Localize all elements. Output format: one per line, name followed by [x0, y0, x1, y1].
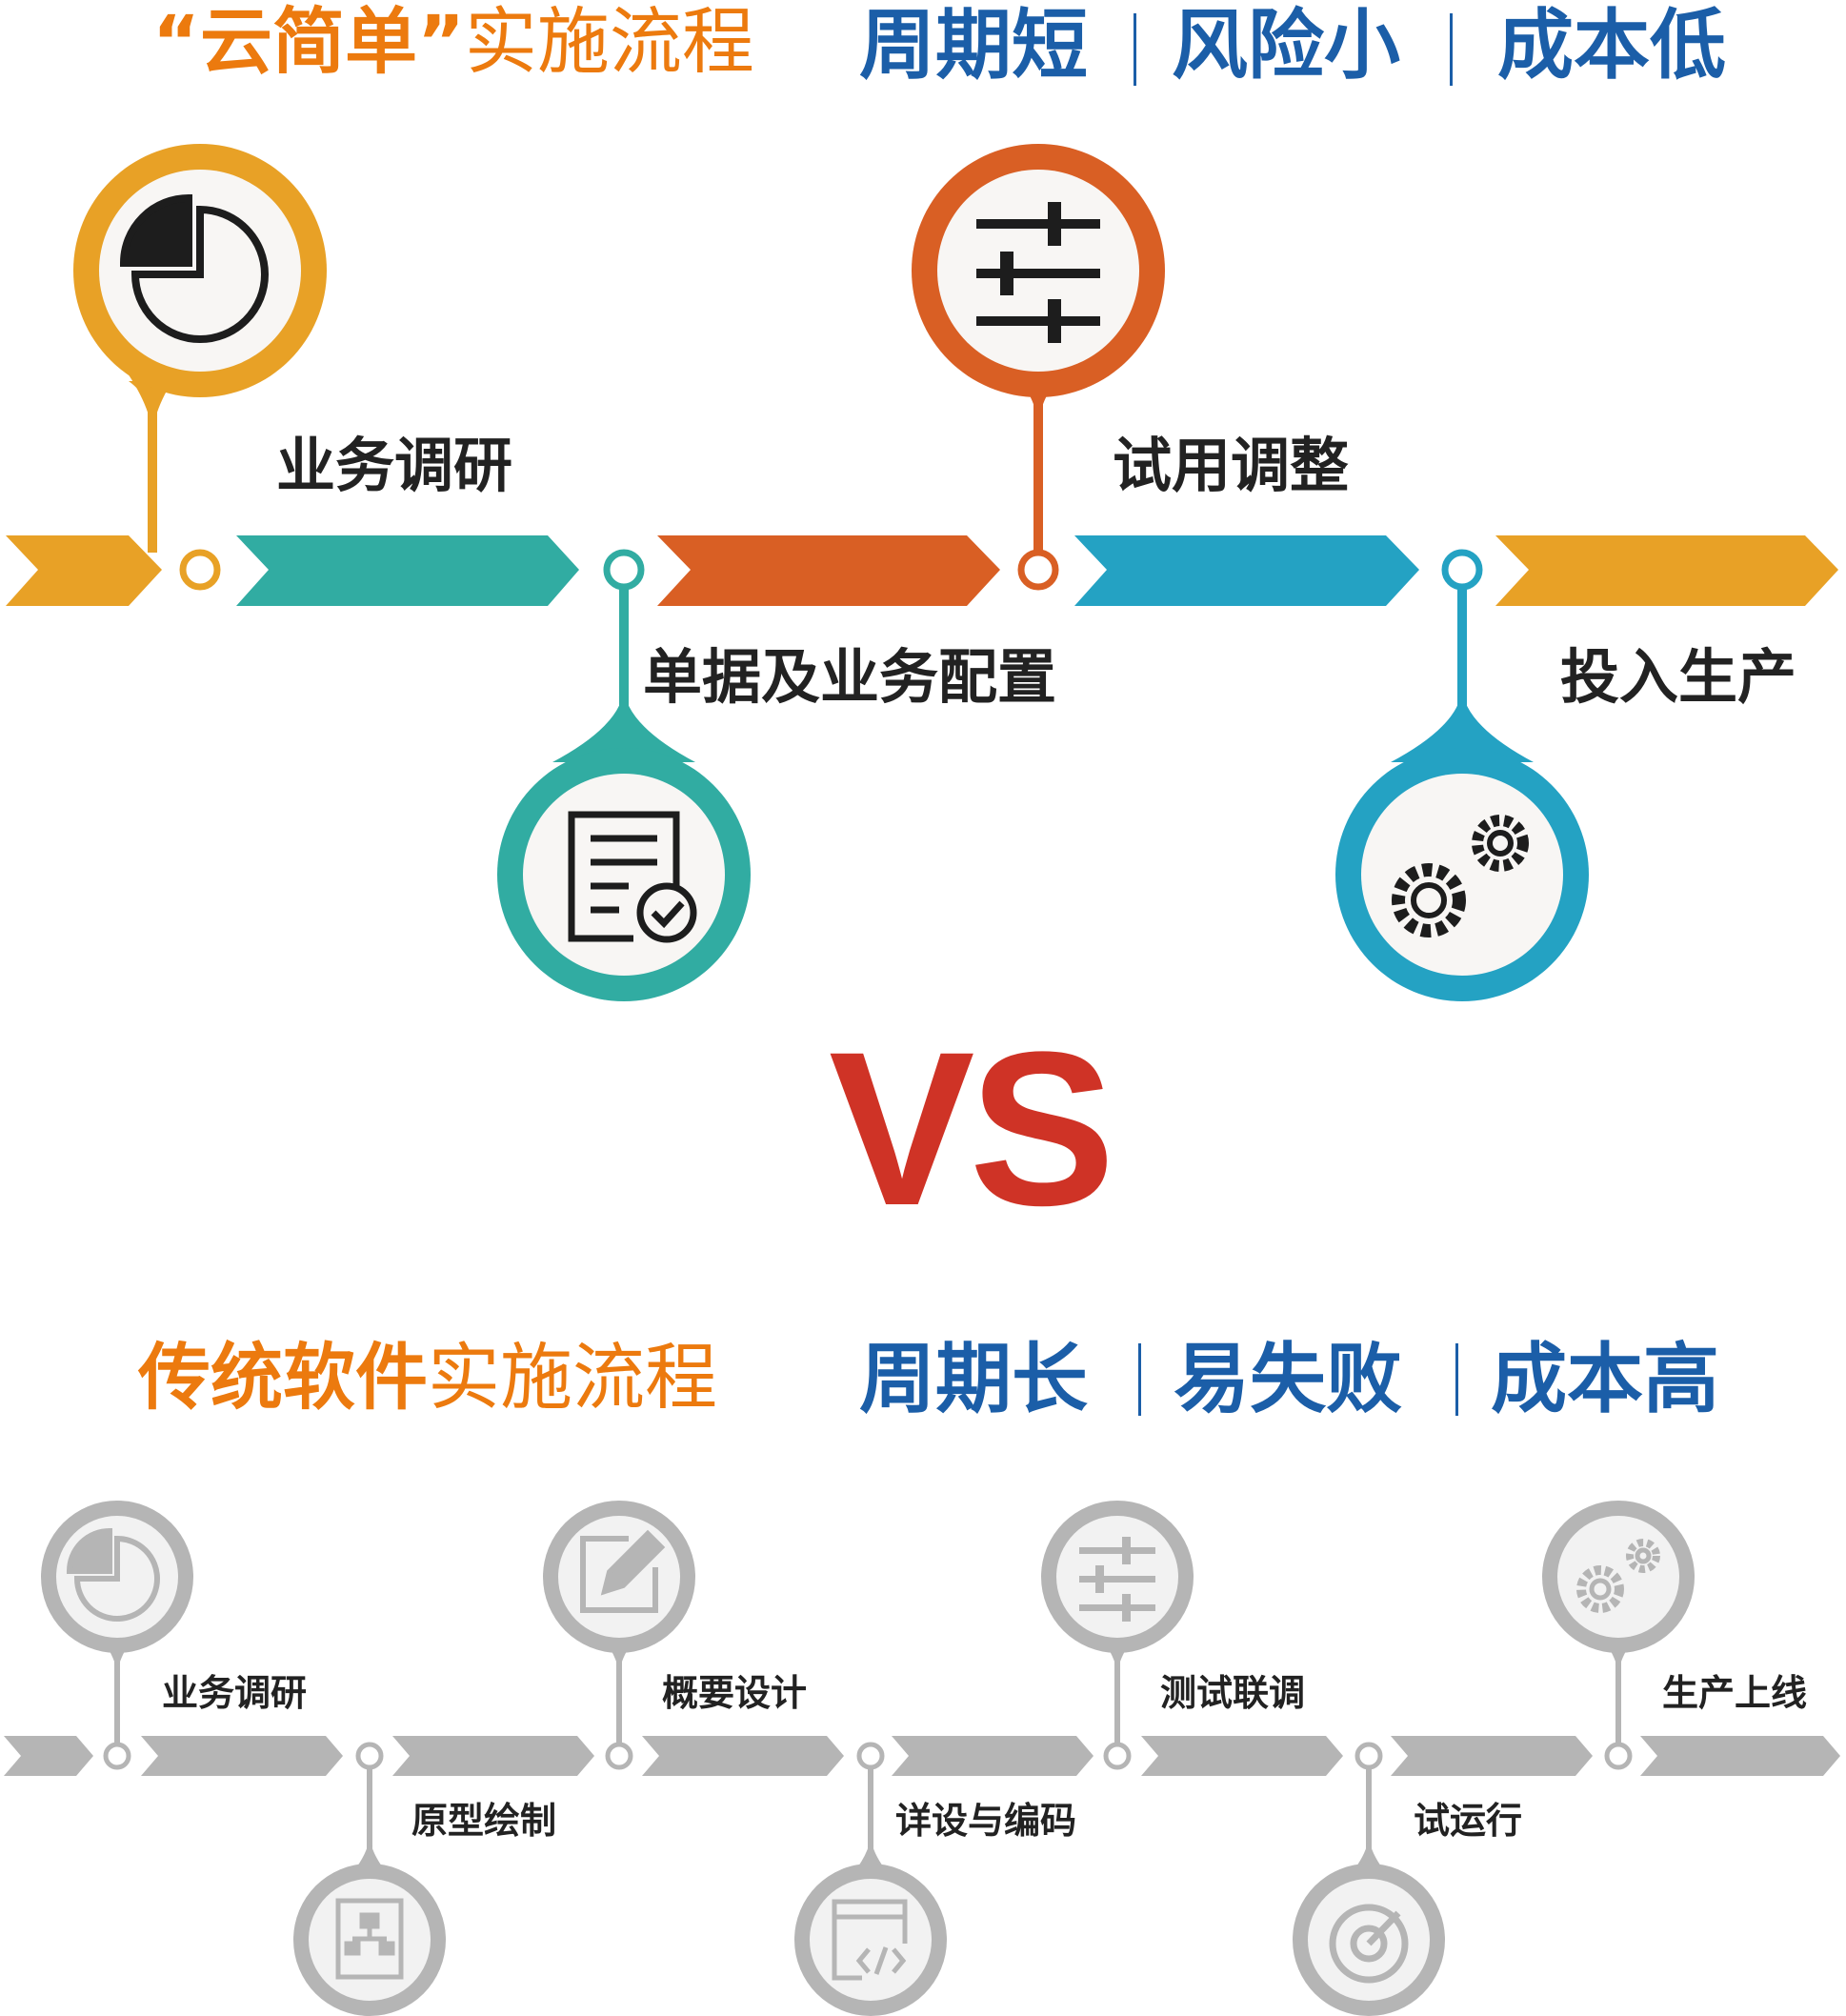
top-arrow-track [6, 535, 1838, 606]
document-check-icon [568, 811, 697, 943]
bottom-divider-2 [1455, 1343, 1458, 1416]
bottom-arrow-segment-7 [1391, 1736, 1593, 1776]
bottom-step-7-pin [1542, 1501, 1695, 1770]
top-arrow-segment-2 [236, 535, 579, 606]
bottom-step-1-label: 业务调研 [162, 1672, 308, 1714]
top-arrow-segment-1 [6, 535, 162, 606]
top-step-1-label: 业务调研 [276, 431, 513, 500]
bottom-step-6-pin [1293, 1742, 1445, 2016]
gears-icon [1576, 1539, 1660, 1613]
top-trait-2: 风险小 [1172, 1, 1400, 90]
top-step-4-pin [1335, 549, 1589, 1001]
top-arrow-segment-4 [1074, 535, 1419, 606]
bottom-title-rest: 实施流程 [428, 1335, 717, 1420]
bottom-arrow-segment-8 [1640, 1736, 1840, 1776]
top-title: “云简单”实施流程 [152, 6, 754, 78]
bottom-arrow-segment-5 [892, 1736, 1094, 1776]
bottom-step-3-label: 概要设计 [662, 1672, 808, 1714]
bottom-divider-1 [1138, 1343, 1141, 1416]
bottom-step-1-pin [41, 1501, 193, 1770]
bottom-trait-3: 成本高 [1491, 1335, 1719, 1423]
bottom-arrow-segment-2 [141, 1736, 343, 1776]
top-step-3-pin [912, 144, 1165, 591]
top-title-highlight: “云简单” [152, 0, 465, 84]
top-trait-1: 周期短 [859, 1, 1088, 90]
bottom-step-6-label: 试运行 [1414, 1800, 1523, 1842]
top-step-1-pin [73, 144, 327, 591]
bottom-arrow-segment-3 [392, 1736, 594, 1776]
bottom-step-2-pin [293, 1742, 446, 2016]
top-process-diagram [6, 144, 1838, 1001]
code-icon [832, 1899, 908, 1981]
bottom-trait-2: 易失败 [1174, 1335, 1402, 1423]
bottom-step-3-pin [543, 1501, 695, 1770]
top-step-2-label: 单据及业务配置 [643, 642, 1057, 712]
top-step-3-label: 试用调整 [1113, 431, 1350, 500]
vs-text: VS [829, 1006, 1115, 1251]
bottom-arrow-segment-6 [1141, 1736, 1343, 1776]
bottom-step-4-pin [794, 1742, 947, 2016]
bottom-arrow-segment-4 [642, 1736, 844, 1776]
bottom-step-5-label: 测试联调 [1160, 1672, 1306, 1714]
gears-icon [1392, 815, 1529, 937]
bottom-arrow-track [4, 1736, 1840, 1776]
pie-chart-icon [119, 193, 269, 343]
bottom-step-7-label: 生产上线 [1662, 1672, 1808, 1714]
top-arrow-segment-5 [1495, 535, 1838, 606]
target-icon [1329, 1904, 1409, 1984]
top-step-2-pin [497, 549, 751, 1001]
sliders-icon [1079, 1537, 1155, 1622]
top-divider-2 [1450, 13, 1453, 86]
bottom-title-highlight: 传统软件 [138, 1335, 428, 1420]
sliders-icon [976, 202, 1100, 343]
bottom-trait-1: 周期长 [859, 1335, 1088, 1423]
top-divider-1 [1134, 13, 1136, 86]
bottom-title: 传统软件实施流程 [138, 1341, 717, 1414]
pie-chart-icon [66, 1527, 160, 1622]
top-arrow-segment-3 [657, 535, 1000, 606]
bottom-step-4-label: 详设与编码 [895, 1800, 1077, 1842]
top-title-rest: 实施流程 [464, 0, 754, 84]
edit-icon [580, 1529, 666, 1613]
bottom-step-5-pin [1041, 1501, 1194, 1770]
bottom-arrow-segment-1 [4, 1736, 93, 1776]
top-step-4-label: 投入生产 [1560, 642, 1797, 712]
flowchart-icon [335, 1898, 404, 1980]
top-trait-3: 成本低 [1497, 1, 1726, 90]
bottom-step-2-label: 原型绘制 [411, 1800, 557, 1842]
